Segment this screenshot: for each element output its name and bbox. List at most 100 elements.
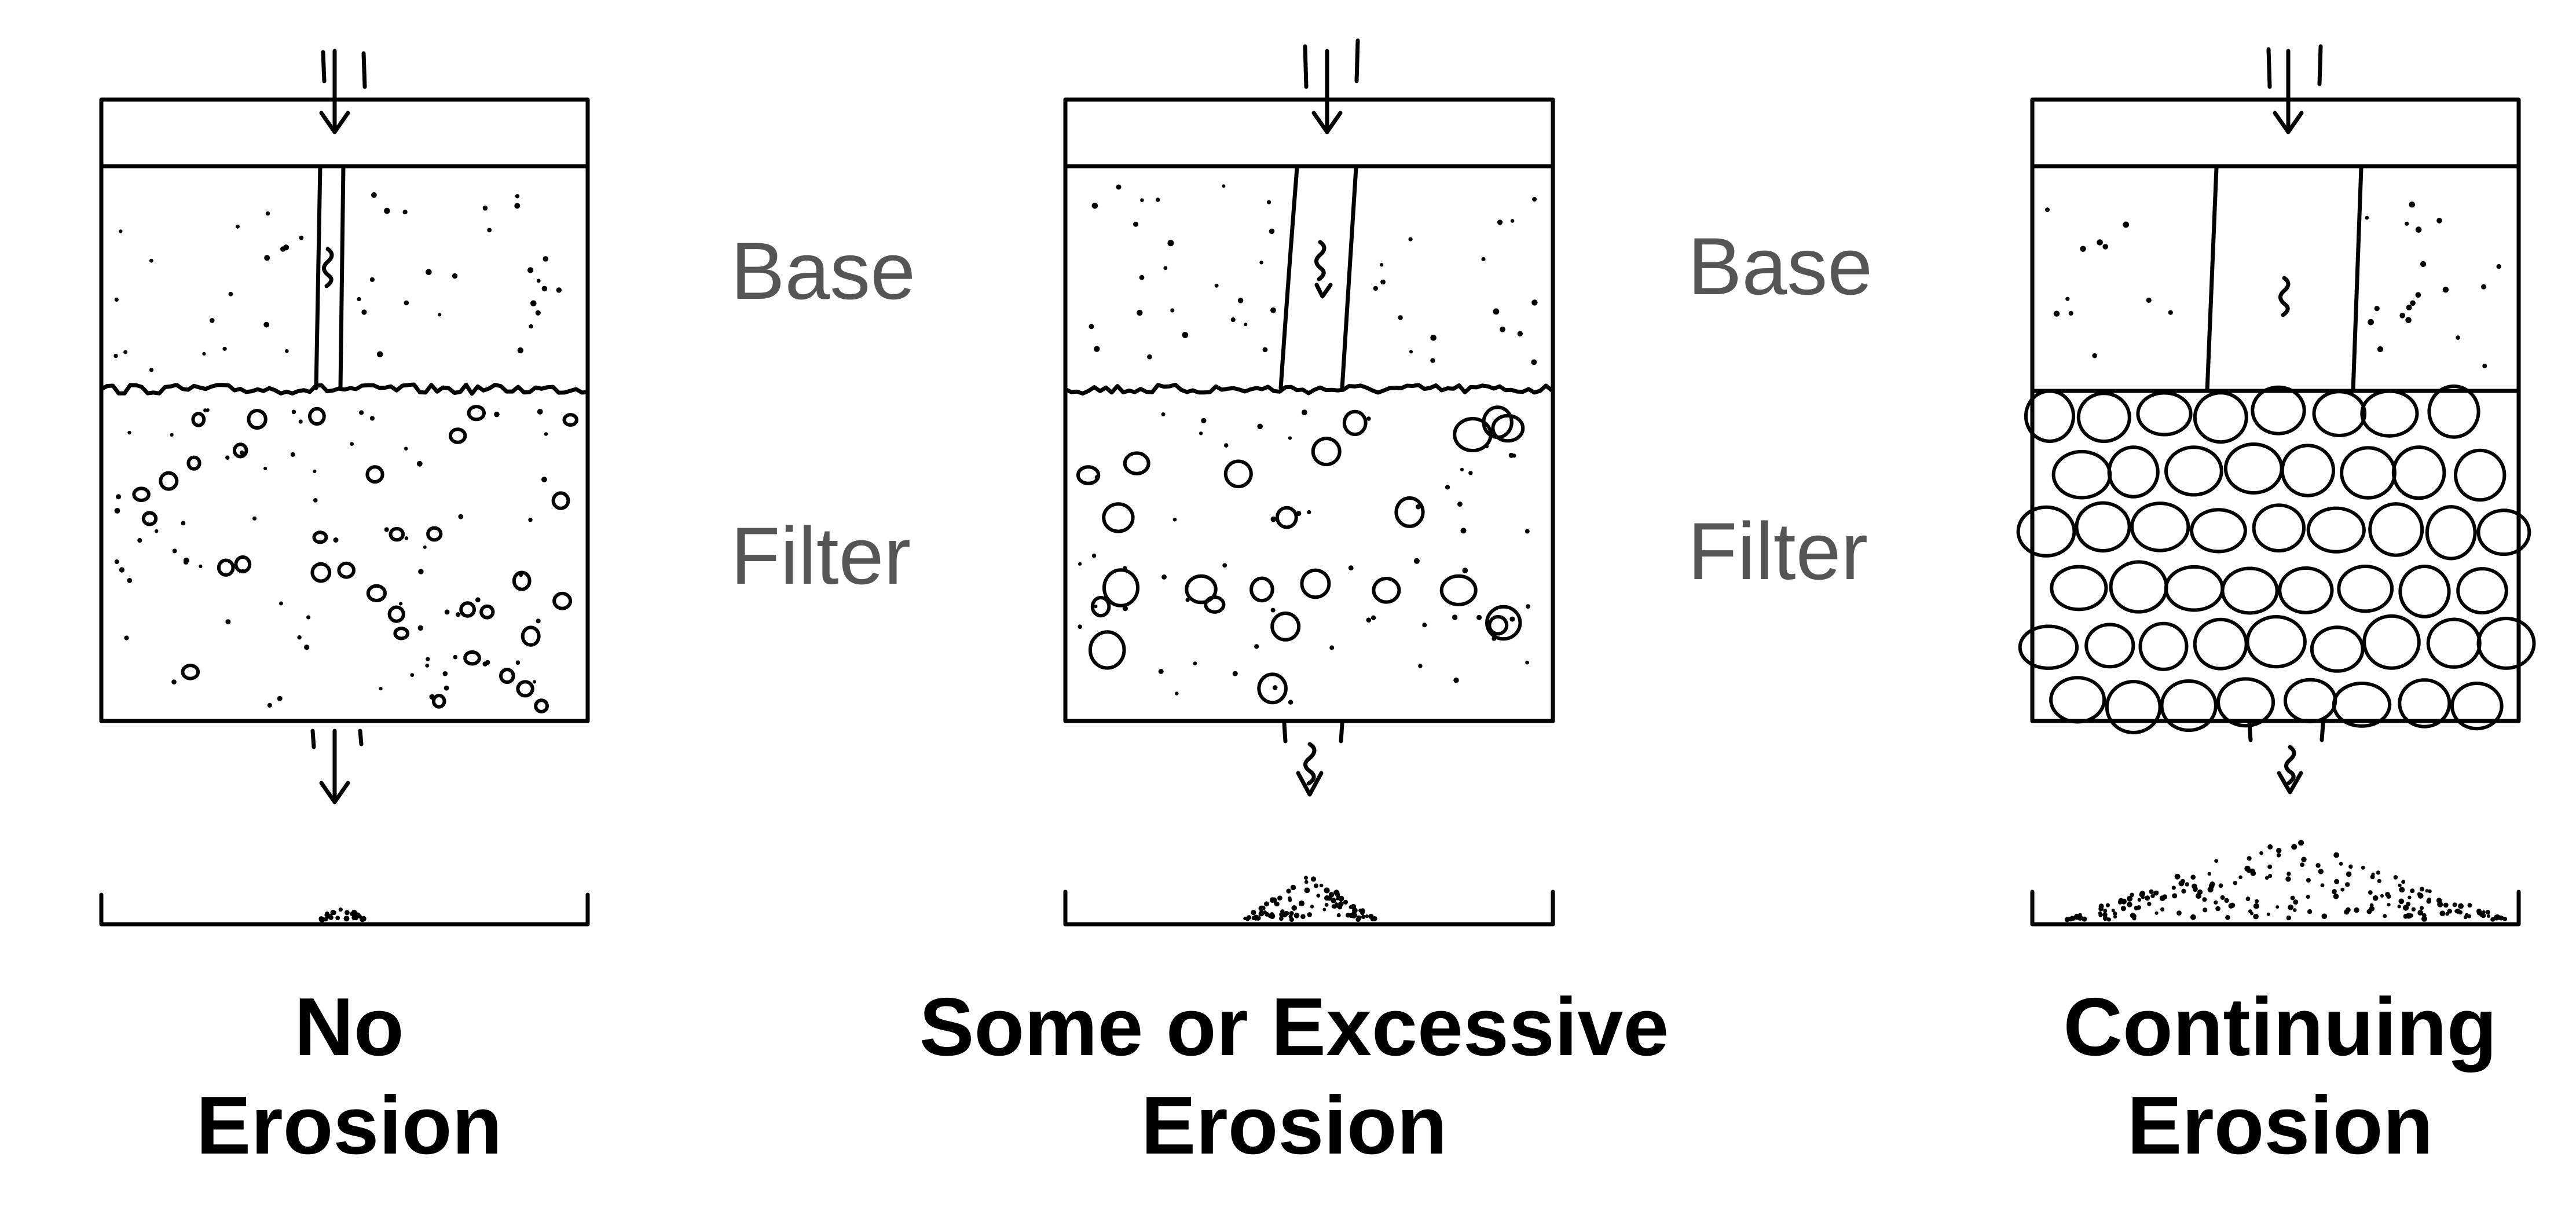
soil-grain — [1493, 308, 1500, 315]
eroded-grain — [362, 917, 365, 921]
soil-grain — [113, 353, 118, 358]
filter-grain — [1394, 496, 1425, 528]
soil-grain — [1398, 315, 1403, 320]
eroded-grain — [2485, 910, 2490, 915]
filter-grain — [159, 471, 179, 491]
concentrated-leak-crack — [1278, 166, 1358, 390]
collection-tray — [99, 892, 590, 927]
soil-grain — [1262, 347, 1268, 353]
filter-grain — [1487, 614, 1509, 636]
soil-grain — [2365, 215, 2369, 220]
eroded-grain — [1265, 911, 1270, 917]
eroded-grain — [2398, 898, 2405, 905]
soil-grain — [1532, 197, 1537, 202]
soil-grain — [2045, 207, 2050, 213]
eroded-grain — [2410, 888, 2415, 894]
filter-grain — [181, 664, 200, 680]
base-soil-dots — [2045, 202, 2501, 368]
fine-grain — [404, 446, 408, 451]
eroded-grain — [1322, 907, 1327, 911]
caption-some-erosion-line1: Some or Excessive — [919, 981, 1669, 1073]
soil-grain — [2442, 287, 2449, 293]
eroded-grain — [2502, 917, 2506, 921]
eroded-grain — [2073, 913, 2080, 920]
eroded-grain — [1304, 876, 1308, 880]
filter-grain — [393, 627, 410, 640]
fine-grain — [114, 559, 119, 564]
eroded-grain — [2409, 913, 2413, 918]
eroded-grain — [1343, 899, 1349, 905]
flow-in-arrow — [2266, 44, 2323, 134]
fine-grain — [417, 625, 423, 631]
gravel-grain — [2075, 501, 2131, 553]
eroded-grain — [2318, 869, 2324, 874]
fine-grain — [127, 578, 133, 583]
filter-grain — [521, 625, 541, 647]
fine-grain — [541, 477, 547, 482]
gravel-grain — [2340, 446, 2397, 500]
eroded-grain — [1358, 909, 1362, 913]
eroded-grain — [2398, 883, 2402, 888]
soil-grain — [2368, 319, 2374, 325]
eroded-grain — [2082, 916, 2087, 922]
fine-grain — [1199, 431, 1203, 435]
eroded-grain — [2320, 883, 2325, 888]
fine-grain — [291, 409, 296, 415]
flow-in-arrow — [319, 49, 367, 134]
eroded-grain — [2105, 903, 2110, 907]
eroded-grain — [1335, 903, 1340, 908]
gravel-grain — [2076, 391, 2131, 444]
soil-grain — [438, 313, 442, 317]
eroded-grain — [2174, 873, 2181, 880]
soil-grain — [543, 256, 549, 262]
eroded-grain — [2203, 907, 2208, 913]
soil-grain — [2415, 226, 2422, 233]
fine-grain — [304, 645, 310, 650]
gravel-grain — [2450, 682, 2504, 731]
caption-no-erosion-line1: No — [294, 981, 404, 1073]
soil-grain — [535, 310, 541, 316]
soil-grain — [536, 279, 541, 283]
eroded-grain — [2495, 914, 2501, 920]
fine-grain — [263, 466, 268, 471]
flow-in-arrow — [1303, 38, 1360, 134]
filter-grain — [1123, 451, 1150, 475]
eroded-grain — [335, 916, 340, 921]
gravel-grain — [2051, 449, 2112, 500]
eroded-grain — [2266, 912, 2270, 916]
base-layer — [113, 164, 562, 390]
base-label-2: Base — [1688, 221, 1873, 312]
fine-grain — [442, 671, 448, 676]
soil-grain — [1230, 317, 1236, 323]
soil-grain — [1167, 240, 1174, 247]
fine-grain — [379, 687, 383, 691]
eroded-grain — [2300, 862, 2305, 867]
fine-grain — [1453, 678, 1459, 683]
eroded-grain — [2361, 866, 2365, 870]
panel-some-or-excessive-erosion — [1063, 38, 1555, 927]
fine-grain — [114, 508, 120, 514]
soil-grain — [1244, 323, 1248, 327]
fine-grain — [127, 431, 131, 435]
soil-grain — [541, 285, 548, 292]
fine-grain — [536, 618, 541, 624]
eroded-grain — [2476, 910, 2482, 916]
soil-grain — [210, 318, 215, 323]
fine-grain — [1158, 668, 1164, 674]
soil-grain — [1481, 257, 1486, 262]
medium-filter-particles — [1076, 405, 1530, 705]
soil-grain — [1214, 283, 1219, 288]
soil-grain — [452, 273, 458, 279]
fine-grain — [416, 460, 423, 467]
gravel-grain — [2024, 389, 2076, 443]
fine-grain — [1288, 436, 1292, 440]
fine-grain — [137, 538, 142, 543]
eroded-grain — [2117, 900, 2123, 905]
filter-grain — [459, 601, 476, 618]
filter-grain — [1185, 574, 1218, 605]
eroded-grain — [2340, 887, 2345, 892]
fine-grain — [455, 612, 461, 617]
soil-grain — [1373, 285, 1378, 291]
eroded-grain — [2307, 909, 2313, 914]
